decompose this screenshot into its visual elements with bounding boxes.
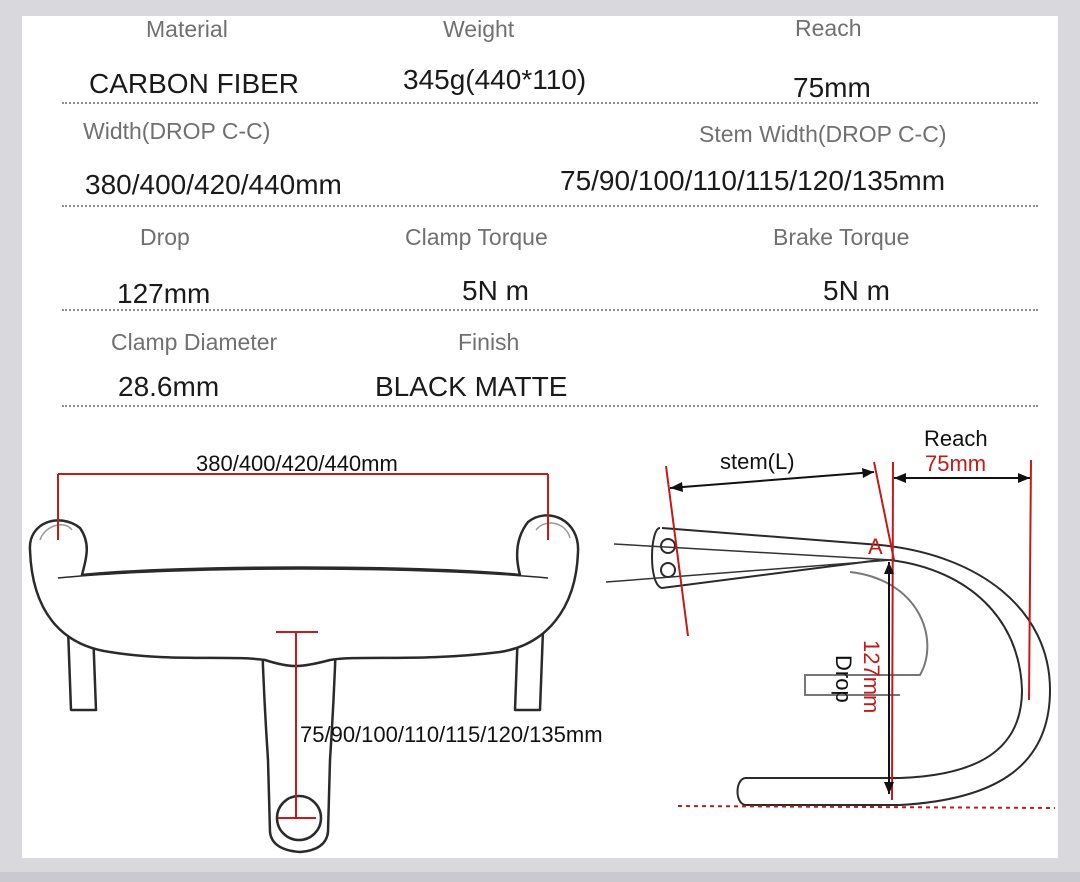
spec-card (22, 16, 1058, 858)
stem-arrow-left (670, 482, 683, 492)
row-separator-2 (62, 205, 1038, 207)
side-inner-curve (745, 559, 1024, 779)
stem-width-value: 75/90/100/110/115/120/135mm (560, 165, 946, 196)
stem-body (260, 638, 338, 854)
drop-arrow-bottom (884, 782, 894, 794)
brake-torque-value: 5N m (823, 275, 890, 306)
stem-ref-line-right (873, 461, 895, 561)
material-value: CARBON FIBER (89, 68, 300, 99)
side-view-handlebar (605, 527, 1052, 806)
weight-label: Weight (443, 16, 515, 42)
side-hood (804, 571, 929, 696)
stem-ref-line-left (665, 465, 689, 637)
left-hood-shade (39, 524, 73, 541)
side-outer-curve (745, 544, 1052, 806)
bar-top-line (57, 568, 549, 579)
stem-axis-line-1 (613, 543, 893, 561)
reach-arrow-left (894, 473, 906, 483)
row-separator-3 (62, 309, 1038, 311)
side-point-a-label: A (868, 534, 883, 559)
drop-arrow-top (884, 562, 894, 574)
reach-ref-line-left (891, 461, 894, 801)
stem-axis-line-2 (605, 559, 893, 583)
brake-torque-label: Brake Torque (773, 224, 910, 250)
stem-arrow-right (862, 468, 874, 478)
side-stem-top (661, 527, 881, 546)
side-stem-bolt-1 (660, 538, 676, 554)
side-drop-value: 127mm (859, 640, 884, 713)
reach-value: 75mm (793, 72, 871, 103)
material-label: Material (146, 16, 228, 42)
bottom-strip (0, 872, 1080, 882)
front-view-dimensions (57, 473, 549, 819)
weight-value: 345g(440*110) (403, 64, 587, 95)
side-stem-label: stem(L) (720, 449, 795, 474)
row-separator-1 (62, 102, 1038, 104)
side-stem-outline (651, 527, 881, 590)
drop-baseline (677, 805, 1056, 809)
reach-ref-line-right (1028, 459, 1032, 701)
reach-label: Reach (795, 15, 862, 41)
width-value: 380/400/420/440mm (85, 169, 342, 200)
clamp-diameter-value: 28.6mm (118, 371, 220, 402)
reach-arrow-right (1018, 473, 1030, 483)
finish-value: BLACK MATTE (375, 371, 568, 402)
clamp-torque-label: Clamp Torque (405, 224, 548, 250)
side-reach-label: Reach (924, 426, 988, 451)
side-reach-value: 75mm (925, 451, 986, 476)
side-drop-end (736, 777, 746, 806)
drop-value: 127mm (117, 278, 211, 309)
stem-length-line (669, 471, 875, 489)
right-hood-shade (535, 522, 571, 539)
main-bar (28, 514, 580, 668)
clamp-diameter-label: Clamp Diameter (111, 329, 278, 355)
drop-label: Drop (140, 224, 190, 250)
side-view-dimensions (665, 459, 1056, 809)
stem-width-label: Stem Width(DROP C-C) (699, 121, 947, 147)
side-drop-label: Drop (831, 655, 856, 703)
clamp-torque-value: 5N m (462, 275, 529, 306)
front-view-handlebar (28, 514, 580, 854)
width-label: Width(DROP C-C) (83, 118, 271, 144)
side-stem-bolt-2 (660, 562, 676, 578)
front-width-dim-text: 380/400/420/440mm (196, 451, 398, 476)
row-separator-4 (62, 405, 1038, 407)
front-stem-dim-text: 75/90/100/110/115/120/135mm (300, 722, 603, 747)
finish-label: Finish (458, 329, 520, 355)
